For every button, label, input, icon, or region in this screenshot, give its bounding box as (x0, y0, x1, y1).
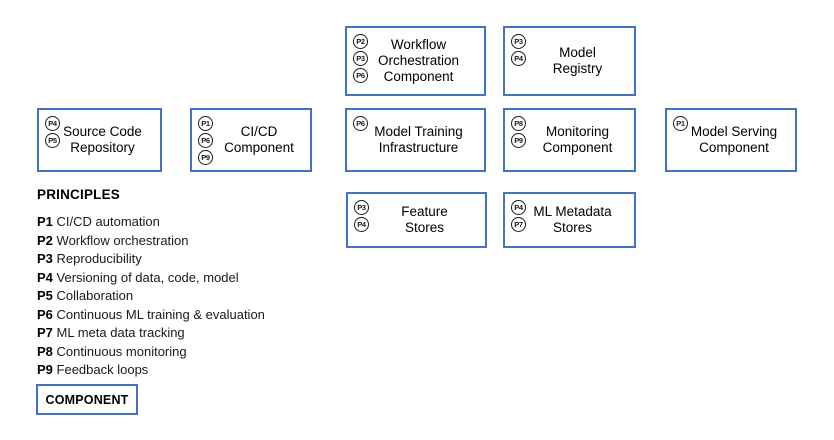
component-label: Feature Stores (401, 204, 448, 235)
principle-badge: P6 (198, 133, 213, 148)
principles-legend: PRINCIPLES P1 CI/CD automation P2 Workfl… (37, 187, 337, 380)
principle-badge: P8 (511, 116, 526, 131)
component-label: Workflow Orchestration Component (377, 37, 460, 84)
principle-badge-group: P1 (673, 116, 688, 131)
principle-key: P5 (37, 288, 53, 303)
principle-item: P4 Versioning of data, code, model (37, 269, 337, 288)
principle-item: P6 Continuous ML training & evaluation (37, 306, 337, 325)
principle-badge-group: P4 P7 (511, 200, 526, 232)
principle-text: Continuous monitoring (56, 343, 187, 359)
principle-badge: P7 (511, 217, 526, 232)
principle-badge: P1 (673, 116, 688, 131)
component-box-model-training-infrastructure[interactable]: P6 Model Training Infrastructure (345, 108, 486, 172)
component-box-source-code-repository[interactable]: P4 P5 Source Code Repository (37, 108, 162, 172)
principle-badge: P9 (198, 150, 213, 165)
principle-badge-group: P1 P6 P9 (198, 116, 213, 165)
component-box-model-serving-component[interactable]: P1 Model Serving Component (665, 108, 797, 172)
principle-key: P7 (37, 325, 53, 340)
principle-text: Reproducibility (56, 251, 142, 266)
principle-item: P5 Collaboration (37, 287, 337, 306)
component-box-workflow-orchestration-component[interactable]: P2 P3 P6 Workflow Orchestration Componen… (345, 26, 486, 96)
principle-item: P1 CI/CD automation (37, 213, 337, 232)
principle-badge: P4 (45, 116, 60, 131)
principle-key: P3 (37, 251, 53, 266)
principle-text: Feedback loops (56, 362, 149, 377)
principle-key: P8 (37, 343, 53, 359)
principle-badge: P4 (511, 200, 526, 215)
principle-item: P8 Continuous monitoring (37, 343, 337, 362)
principle-key: P2 (37, 232, 53, 248)
principle-item: P7 ML meta data tracking (37, 324, 337, 343)
component-box-monitoring-component[interactable]: P8 P9 Monitoring Component (503, 108, 636, 172)
component-box-ml-metadata-stores[interactable]: P4 P7 ML Metadata Stores (503, 192, 636, 248)
principle-badge: P9 (511, 133, 526, 148)
principle-text: Collaboration (56, 288, 134, 303)
principle-badge: P4 (354, 217, 369, 232)
component-box-model-registry[interactable]: P3 P4 Model Registry (503, 26, 636, 96)
principle-badge-group: P8 P9 (511, 116, 526, 148)
component-box-cicd-component[interactable]: P1 P6 P9 CI/CD Component (190, 108, 312, 172)
principle-badge-group: P4 P5 (45, 116, 60, 148)
component-label: ML Metadata Stores (533, 204, 612, 235)
component-label: Source Code Repository (63, 124, 142, 155)
principle-badge-group: P2 P3 P6 (353, 34, 368, 83)
principle-text: CI/CD automation (56, 214, 160, 229)
principle-key: P4 (37, 269, 53, 285)
legend-component-label: COMPONENT (45, 392, 129, 407)
principle-badge: P6 (353, 68, 368, 83)
principle-badge-group: P6 (353, 116, 368, 131)
principle-text: Workflow orchestration (56, 232, 189, 248)
component-label: Model Serving Component (690, 124, 778, 155)
principle-key: P1 (37, 214, 53, 229)
component-box-feature-stores[interactable]: P3 P4 Feature Stores (346, 192, 487, 248)
principle-badge: P3 (511, 34, 526, 49)
principle-badge: P6 (353, 116, 368, 131)
principle-text: Continuous ML training & evaluation (56, 306, 265, 322)
principle-badge: P5 (45, 133, 60, 148)
principle-badge: P4 (511, 51, 526, 66)
principle-badge-group: P3 P4 (354, 200, 369, 232)
principle-badge: P3 (353, 51, 368, 66)
component-label: Monitoring Component (542, 124, 613, 155)
principle-item: P3 Reproducibility (37, 250, 337, 269)
principle-badge: P1 (198, 116, 213, 131)
component-label: Model Training Infrastructure (374, 124, 463, 155)
principle-text: ML meta data tracking (56, 325, 185, 340)
principle-badge: P2 (353, 34, 368, 49)
principle-key: P6 (37, 306, 53, 322)
principle-key: P9 (37, 362, 53, 377)
component-label: Model Registry (552, 45, 603, 76)
principle-badge-group: P3 P4 (511, 34, 526, 66)
principle-text: Versioning of data, code, model (56, 269, 239, 285)
legend-component-box: COMPONENT (36, 384, 138, 415)
principle-badge: P3 (354, 200, 369, 215)
component-label: CI/CD Component (224, 124, 294, 155)
principle-item: P9 Feedback loops (37, 361, 337, 380)
principles-title: PRINCIPLES (37, 187, 121, 202)
principle-item: P2 Workflow orchestration (37, 232, 337, 251)
